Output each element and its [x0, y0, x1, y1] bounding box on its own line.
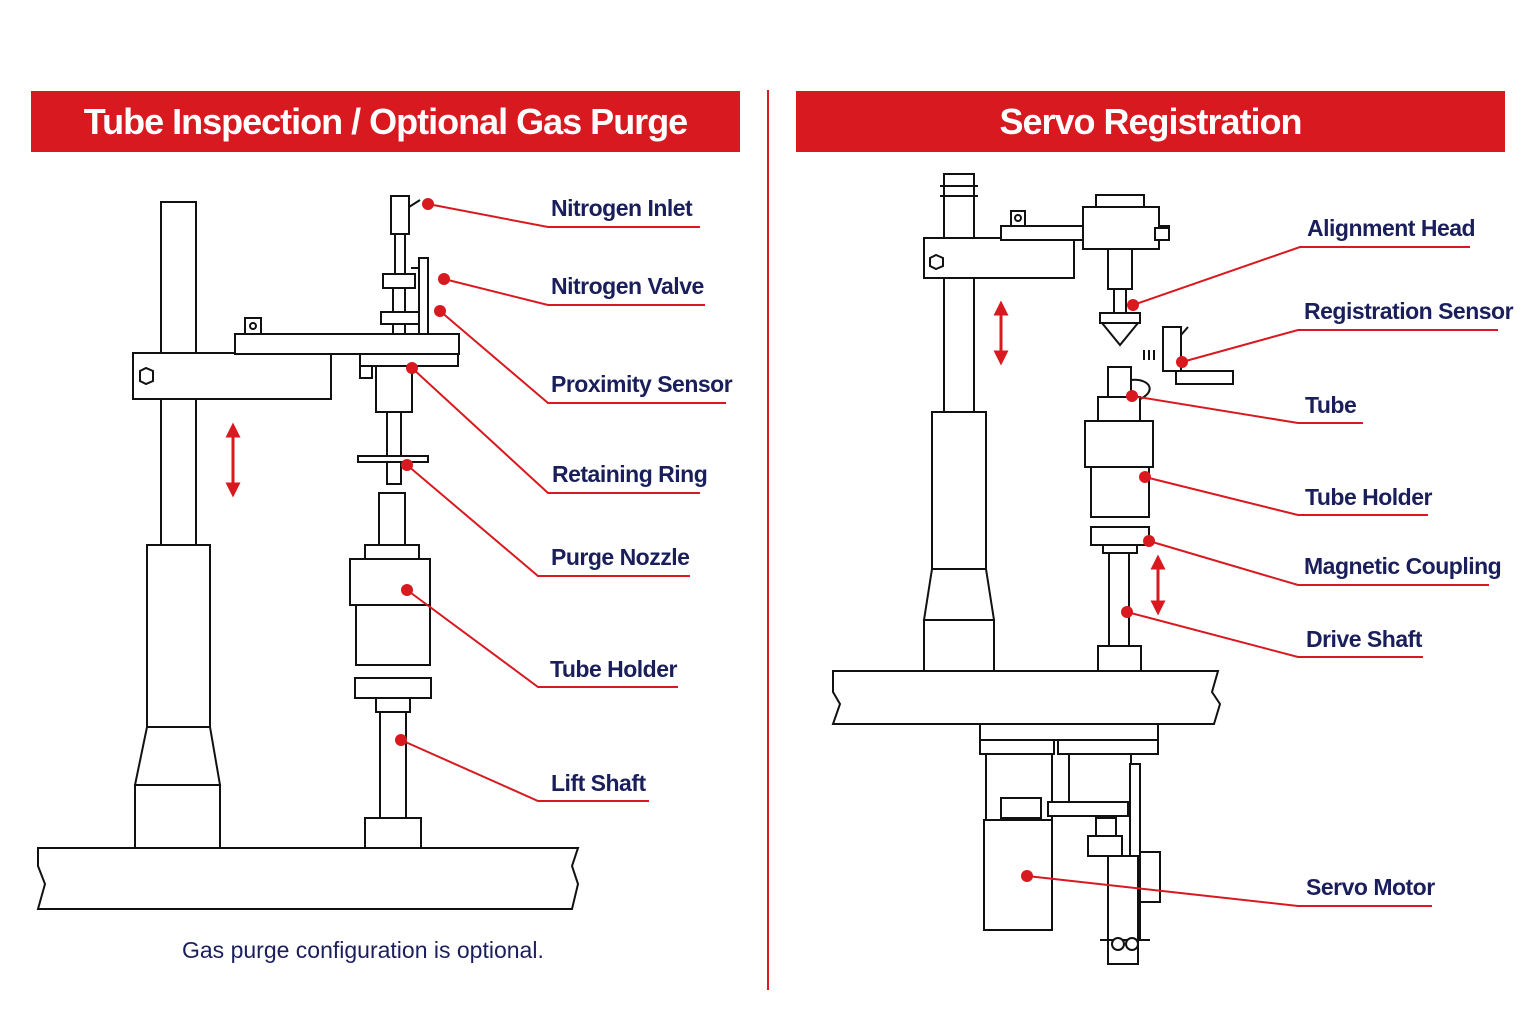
label-nitrogen-inlet: Nitrogen Inlet — [551, 195, 693, 221]
left-leader-dots — [395, 198, 450, 746]
label-servo-motor: Servo Motor — [1306, 874, 1435, 900]
label-tube-holder-left: Tube Holder — [550, 656, 677, 682]
label-magnetic-coupling: Magnetic Coupling — [1304, 553, 1502, 579]
label-alignment-head: Alignment Head — [1307, 215, 1476, 241]
right-leader-dots — [1021, 299, 1188, 882]
label-tube: Tube — [1305, 392, 1357, 418]
label-proximity-sensor: Proximity Sensor — [551, 371, 733, 397]
label-nitrogen-valve: Nitrogen Valve — [551, 273, 704, 299]
right-panel-title: Servo Registration — [796, 91, 1505, 152]
panel-divider — [767, 90, 769, 990]
label-purge-nozzle: Purge Nozzle — [551, 544, 690, 570]
label-registration-sensor: Registration Sensor — [1304, 298, 1514, 324]
label-retaining-ring: Retaining Ring — [552, 461, 708, 487]
label-lift-shaft: Lift Shaft — [551, 770, 646, 796]
label-tube-holder-right: Tube Holder — [1305, 484, 1432, 510]
right-machine-line-art — [831, 173, 1234, 965]
label-drive-shaft: Drive Shaft — [1306, 626, 1422, 652]
footnote: Gas purge configuration is optional. — [182, 937, 544, 963]
left-machine-line-art — [36, 195, 580, 910]
left-leader-lines — [400, 203, 726, 802]
right-leader-lines — [1026, 246, 1498, 907]
left-panel-title: Tube Inspection / Optional Gas Purge — [31, 91, 740, 152]
